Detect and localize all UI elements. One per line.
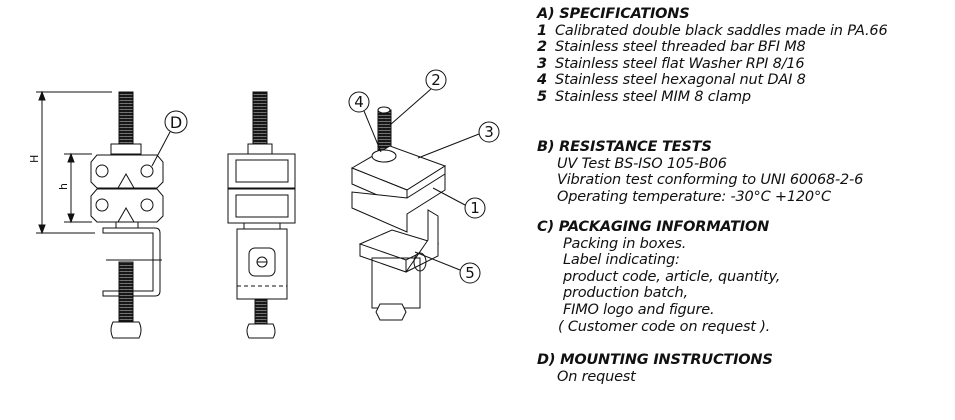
mounting-title: D) MOUNTING INSTRUCTIONS	[537, 352, 773, 368]
resistance-section: B) RESISTANCE TESTS UV Test BS-ISO 105-B…	[537, 139, 863, 205]
svg-text:D: D	[170, 113, 182, 132]
packaging-line: production batch,	[563, 285, 688, 302]
callout-2: 2	[389, 69, 447, 126]
dimension-H-label: H	[28, 155, 41, 163]
isometric-view	[350, 106, 447, 321]
svg-text:1: 1	[470, 199, 480, 217]
mounting-text: On request	[557, 368, 636, 385]
callout-3: 3	[417, 121, 500, 159]
packaging-line: Packing in boxes.	[563, 235, 687, 252]
part-callouts: 4 2 3 1 5	[348, 69, 500, 284]
packaging-line: product code, article, quantity,	[563, 268, 781, 285]
packaging-section: C) PACKAGING INFORMATION Packing in boxe…	[537, 219, 780, 335]
front-view	[36, 90, 164, 339]
callout-4: 4	[348, 91, 382, 153]
resistance-line: Operating temperature: -30°C +120°C	[557, 188, 831, 205]
packaging-line: FIMO logo and figure.	[563, 301, 715, 318]
svg-text:5: 5	[465, 264, 475, 282]
detail-d-callout: D	[151, 110, 188, 167]
packaging-note: ( Customer code on request ).	[558, 318, 771, 335]
side-view	[227, 91, 296, 339]
svg-text:4: 4	[354, 93, 364, 111]
specifications-title: A) SPECIFICATIONS	[537, 6, 690, 22]
resistance-line: Vibration test conforming to UNI 60068-2…	[557, 172, 864, 189]
packaging-line: Label indicating:	[563, 252, 680, 269]
svg-text:2: 2	[431, 71, 441, 89]
svg-text:3: 3	[484, 123, 494, 141]
mounting-section: D) MOUNTING INSTRUCTIONS On request	[537, 352, 773, 385]
callout-5: 5	[414, 251, 481, 284]
resistance-line: UV Test BS-ISO 105-B06	[557, 155, 727, 172]
resistance-title: B) RESISTANCE TESTS	[537, 139, 712, 155]
callout-1: 1	[432, 187, 486, 219]
packaging-title: C) PACKAGING INFORMATION	[537, 219, 770, 235]
dimension-h-label: h	[57, 183, 70, 190]
